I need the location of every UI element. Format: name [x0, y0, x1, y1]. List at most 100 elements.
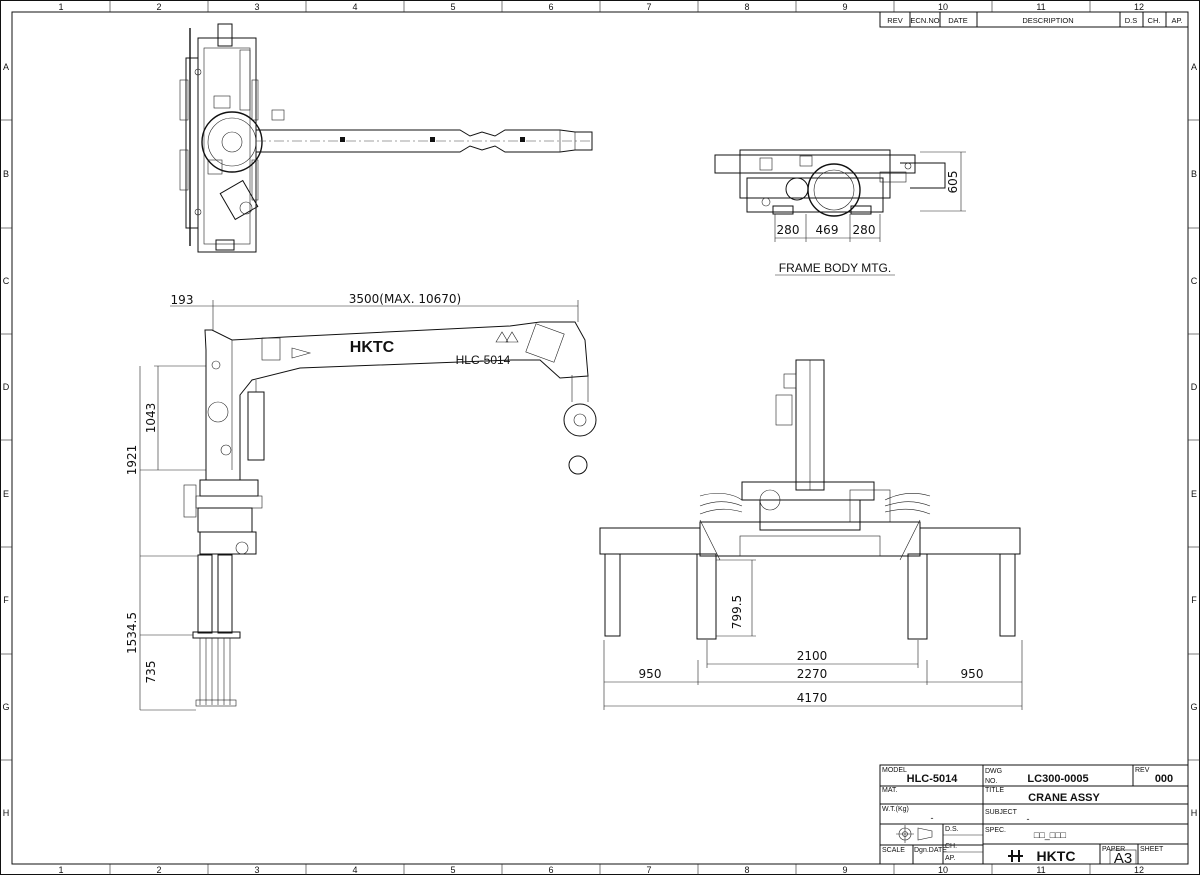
mat-label: MAT.	[882, 787, 897, 794]
col-label: 4	[352, 2, 357, 12]
front-dim-2270: 2270	[797, 667, 828, 681]
front-dim-950-right: 950	[961, 667, 984, 681]
row-labels: A B C D E F G H A B C D E F G H	[2, 62, 1197, 818]
front-dim-2100: 2100	[797, 649, 828, 663]
sheet-label: SHEET	[1140, 846, 1164, 853]
col-label: 9	[842, 2, 847, 12]
date-header: DATE	[948, 16, 967, 25]
row-label: H	[3, 808, 10, 818]
title-block-brand: HKTC	[1037, 848, 1076, 864]
row-label: B	[1191, 169, 1197, 179]
row-ticks	[0, 119, 1200, 761]
subject-value: -	[1027, 814, 1030, 824]
ap-label: AP.	[945, 855, 955, 862]
col-label: 12	[1134, 2, 1144, 12]
ds-header: D.S	[1125, 16, 1138, 25]
frame-view-title: FRAME BODY MTG.	[779, 261, 891, 275]
projection-symbol-icon	[896, 825, 933, 843]
description-header: DESCRIPTION	[1022, 16, 1073, 25]
ap-header: AP.	[1171, 16, 1182, 25]
side-dim-boom-length: 3500(MAX. 10670)	[349, 292, 462, 306]
row-label: G	[1190, 702, 1197, 712]
col-label: 3	[254, 2, 259, 12]
rev-label: REV	[1135, 767, 1150, 774]
dwg-label: DWG	[985, 768, 1002, 775]
front-dim-799: 799.5	[730, 595, 744, 629]
wt-value: -	[931, 813, 934, 823]
column-ticks	[109, 0, 1091, 875]
col-label: 10	[938, 2, 948, 12]
inner-border	[11, 11, 1189, 865]
row-label: D	[3, 382, 10, 392]
dgn-date-label: Dgn.DATE	[914, 847, 947, 854]
row-label: H	[1191, 808, 1198, 818]
front-dim-4170: 4170	[797, 691, 828, 705]
col-label: 3	[254, 865, 259, 875]
side-dim-1921: 1921	[125, 445, 139, 476]
col-label: 1	[58, 865, 63, 875]
side-view: HKTC HLC-5014 193 3500(MAX. 10670	[125, 292, 597, 711]
col-label: 12	[1134, 865, 1144, 875]
row-label: C	[3, 276, 10, 286]
col-label: 7	[646, 865, 651, 875]
col-label: 5	[450, 865, 455, 875]
row-label: E	[1191, 489, 1197, 499]
front-dim-950-left: 950	[639, 667, 662, 681]
col-label: 6	[548, 2, 553, 12]
row-label: F	[1191, 595, 1197, 605]
col-label: 5	[450, 2, 455, 12]
frame-dim-605: 605	[946, 171, 960, 194]
front-view: 799.5 2100 950 2270 950 4170	[599, 359, 1023, 710]
col-label: 11	[1036, 865, 1045, 875]
model-label: MODEL	[882, 767, 907, 774]
col-label: 8	[744, 865, 749, 875]
frame-dim-280-left: 280	[777, 223, 800, 237]
row-label: B	[3, 169, 9, 179]
title-value: CRANE ASSY	[1028, 792, 1100, 804]
hktc-logo-icon	[1008, 850, 1023, 862]
ch-header: CH.	[1148, 16, 1161, 25]
col-label: 2	[156, 2, 161, 12]
subject-label: SUBJECT	[985, 809, 1018, 816]
row-label: C	[1191, 276, 1198, 286]
row-label: A	[3, 62, 9, 72]
col-label: 6	[548, 865, 553, 875]
boom-model: HLC-5014	[456, 353, 511, 367]
title-label: TITLE	[985, 787, 1004, 794]
side-dim-1043: 1043	[144, 403, 158, 434]
frame-dim-280-right: 280	[853, 223, 876, 237]
col-label: 4	[352, 865, 357, 875]
row-label: G	[2, 702, 9, 712]
column-labels: 1 2 3 4 5 6 7 8 9 10 11 12 1 2 3 4 5 6 7…	[58, 2, 1144, 875]
side-dim-193: 193	[171, 293, 194, 307]
col-label: 8	[744, 2, 749, 12]
ds-label: D.S.	[945, 826, 959, 833]
ch-label: CH.	[945, 843, 957, 850]
col-label: 10	[938, 865, 948, 875]
paper-value: A3	[1114, 850, 1132, 867]
rev-value: 000	[1155, 773, 1173, 785]
scale-label: SCALE	[882, 847, 905, 854]
ecn-header: ECN.NO	[910, 16, 939, 25]
side-dim-735: 735	[144, 661, 158, 684]
wt-label: W.T.(Kg)	[882, 806, 909, 813]
row-label: D	[1191, 382, 1198, 392]
side-dim-1534: 1534.5	[125, 612, 139, 654]
title-block: MODEL HLC-5014 DWG NO. LC300-0005 REV 00…	[879, 764, 1189, 867]
top-view	[179, 23, 593, 253]
spec-value: □□_□□□	[1034, 830, 1067, 840]
paper-label: PAPER	[1102, 846, 1125, 853]
model-value: HLC-5014	[907, 773, 959, 785]
row-label: E	[3, 489, 9, 499]
no-label: NO.	[985, 778, 998, 785]
col-label: 1	[58, 2, 63, 12]
spec-label: SPEC.	[985, 827, 1006, 834]
frame-dim-469: 469	[816, 223, 839, 237]
col-label: 2	[156, 865, 161, 875]
boom-brand: HKTC	[350, 339, 395, 356]
col-label: 7	[646, 2, 651, 12]
col-label: 9	[842, 865, 847, 875]
